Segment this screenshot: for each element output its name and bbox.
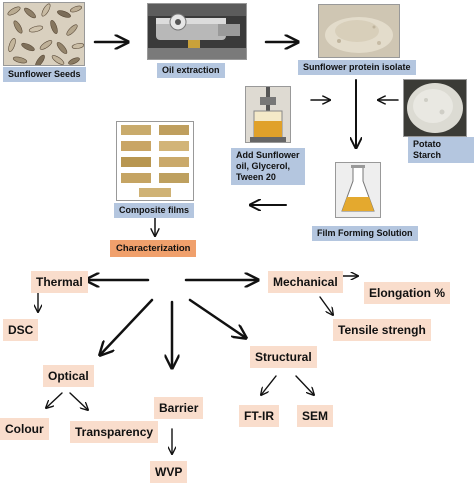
- oil-extraction-photo: [147, 3, 247, 60]
- arrow-structural-to-ftir: [261, 375, 277, 395]
- arrow-to-optical: [100, 298, 154, 355]
- label-additives-line2: oil, Glycerol,: [236, 161, 291, 171]
- sunflower-seeds-photo: [3, 2, 85, 66]
- label-elongation: Elongation %: [364, 282, 450, 304]
- label-potato-starch: Potato Starch: [408, 137, 474, 163]
- label-dsc: DSC: [3, 319, 39, 341]
- arrow-structural-to-sem: [295, 375, 314, 395]
- arrow-mechanical-to-tensile: [319, 296, 333, 315]
- potato-starch-photo: [403, 79, 467, 137]
- label-ftir: FT-IR: [239, 405, 279, 427]
- protein-isolate-photo: [318, 4, 400, 58]
- arrow-optical-to-transparency: [69, 392, 88, 410]
- label-transparency: Transparency: [70, 421, 159, 443]
- label-barrier: Barrier: [154, 397, 204, 419]
- label-sem: SEM: [297, 405, 334, 427]
- label-film-forming-solution: Film Forming Solution: [312, 226, 418, 241]
- label-colour: Colour: [0, 418, 49, 440]
- label-optical: Optical: [43, 365, 94, 387]
- label-additives: Add Sunflower oil, Glycerol, Tween 20: [231, 148, 305, 185]
- label-tensile-strength: Tensile strengh: [333, 319, 431, 341]
- label-oil-extraction: Oil extraction: [157, 63, 225, 78]
- arrow-optical-to-colour: [46, 392, 63, 408]
- label-sunflower-seeds: Sunflower Seeds: [3, 67, 86, 82]
- label-wvp: WVP: [150, 461, 188, 483]
- composite-films-photo: [116, 121, 194, 201]
- label-protein-isolate: Sunflower protein isolate: [298, 60, 416, 75]
- label-composite-films: Composite films: [114, 203, 195, 218]
- label-structural: Structural: [250, 346, 317, 368]
- stirring-setup-photo: [245, 86, 291, 143]
- label-additives-line1: Add Sunflower: [236, 150, 300, 160]
- label-characterization: Characterization: [110, 240, 197, 257]
- label-mechanical: Mechanical: [268, 271, 343, 293]
- arrow-to-structural: [188, 298, 246, 338]
- flask-photo: [335, 162, 381, 218]
- label-thermal: Thermal: [31, 271, 88, 293]
- label-additives-line3: Tween 20: [236, 172, 276, 182]
